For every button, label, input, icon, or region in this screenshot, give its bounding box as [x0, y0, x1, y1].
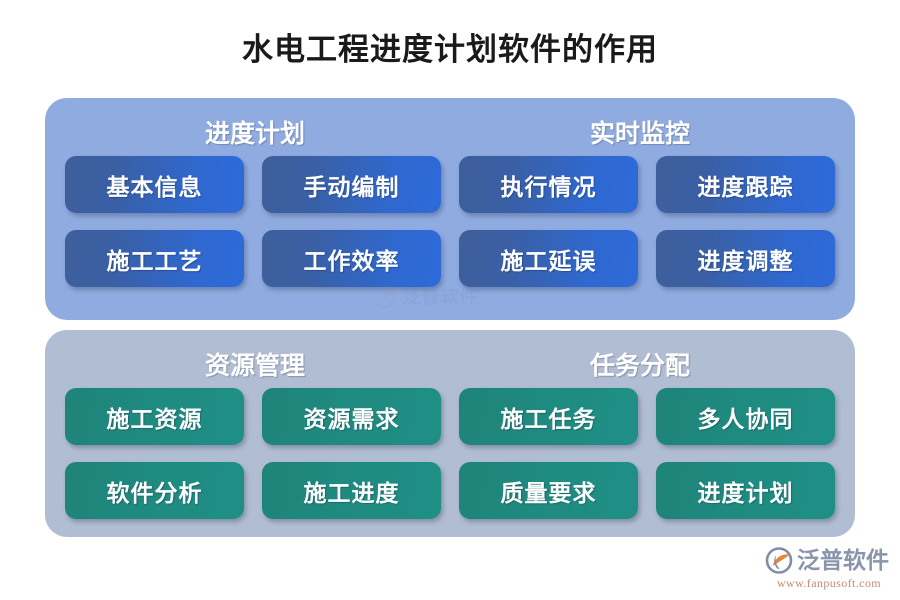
- brand-logo: 泛普软件 www.fanpusoft.com: [764, 545, 894, 593]
- fanpu-swoosh-icon: [764, 546, 794, 574]
- brand-logo-row: 泛普软件: [764, 545, 894, 575]
- chip-work-efficiency[interactable]: 工作效率: [262, 230, 441, 287]
- chip-manual-compile[interactable]: 手动编制: [262, 156, 441, 213]
- panel-resource-task: 资源管理 任务分配 施工资源 资源需求 施工任务 多人协同 软件分析 施工进度 …: [45, 330, 855, 537]
- chip-construction-progress[interactable]: 施工进度: [262, 462, 441, 519]
- chip-construction-delay[interactable]: 施工延误: [459, 230, 638, 287]
- panel-header-realtime-monitor: 实时监控: [589, 121, 690, 148]
- panel-header-schedule-plan: 进度计划: [204, 121, 305, 148]
- panel-header-resource-management: 资源管理: [204, 353, 305, 380]
- chip-resource-demand[interactable]: 资源需求: [262, 388, 441, 445]
- panel-header-task-allocation: 任务分配: [589, 353, 690, 380]
- chip-construction-task[interactable]: 施工任务: [459, 388, 638, 445]
- chip-construction-process[interactable]: 施工工艺: [65, 230, 244, 287]
- chip-progress-tracking[interactable]: 进度跟踪: [656, 156, 835, 213]
- chip-grid-schedule-monitor: 基本信息 手动编制 执行情况 进度跟踪 施工工艺 工作效率 施工延误 进度调整: [65, 156, 835, 287]
- chip-construction-resource[interactable]: 施工资源: [65, 388, 244, 445]
- watermark-logo-name-faint: 泛普软件: [402, 286, 479, 308]
- chip-basic-info[interactable]: 基本信息: [65, 156, 244, 213]
- fanpu-swoosh-icon: [372, 285, 399, 309]
- panel-schedule-monitor: 进度计划 实时监控 基本信息 手动编制 执行情况 进度跟踪 施工工艺 工作效率 …: [45, 98, 855, 320]
- chip-schedule-plan[interactable]: 进度计划: [656, 462, 835, 519]
- chip-grid-resource-task: 施工资源 资源需求 施工任务 多人协同 软件分析 施工进度 质量要求 进度计划: [65, 388, 835, 519]
- chip-execution-status[interactable]: 执行情况: [459, 156, 638, 213]
- page-title: 水电工程进度计划软件的作用: [242, 32, 658, 67]
- chip-progress-adjustment[interactable]: 进度调整: [656, 230, 835, 287]
- brand-logo-url: www.fanpusoft.com: [776, 576, 881, 590]
- brand-logo-name: 泛普软件: [797, 547, 889, 573]
- chip-quality-requirement[interactable]: 质量要求: [459, 462, 638, 519]
- chip-software-analysis[interactable]: 软件分析: [65, 462, 244, 519]
- chip-multi-user-collaboration[interactable]: 多人协同: [656, 388, 835, 445]
